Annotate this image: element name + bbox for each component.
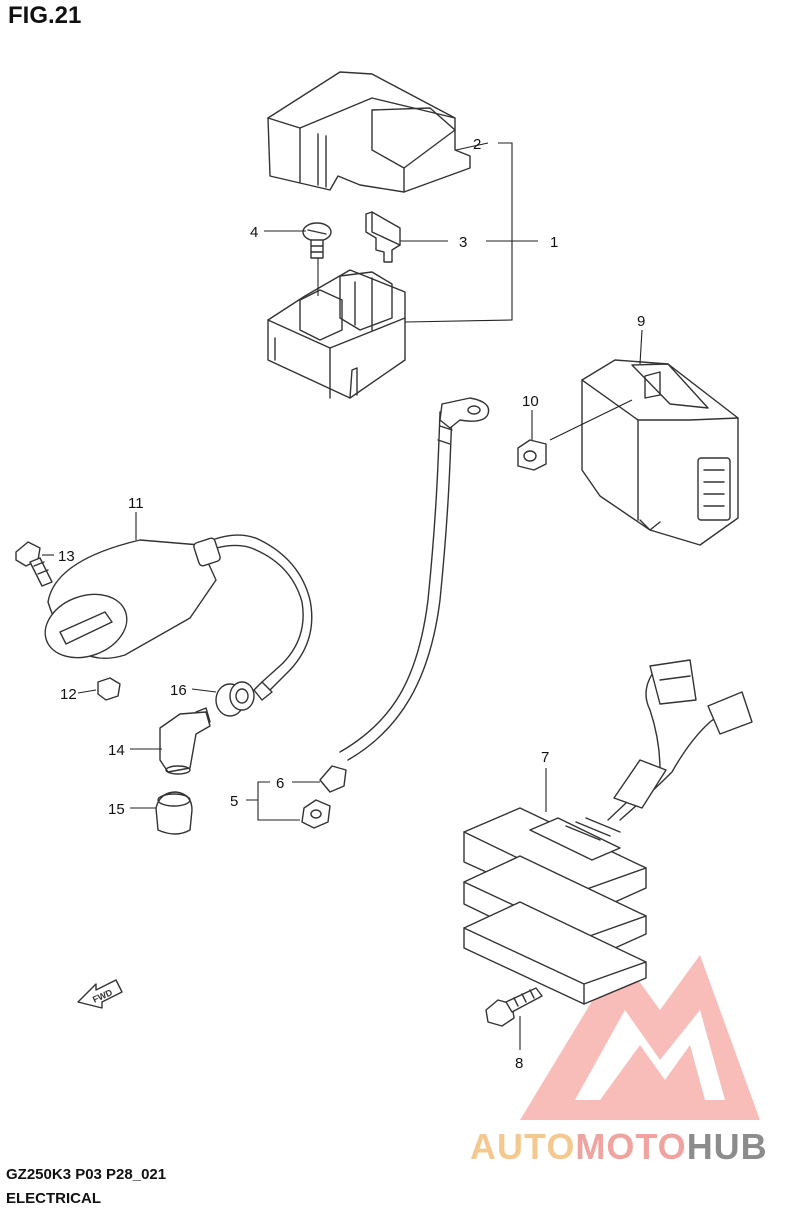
callout-2: 2 xyxy=(473,136,481,153)
control-unit xyxy=(581,359,739,546)
section-name: ELECTRICAL xyxy=(6,1190,101,1207)
watermark-hub: HUB xyxy=(686,1126,768,1167)
bolt-part-8 xyxy=(485,987,543,1027)
grommet-part-16 xyxy=(215,681,255,717)
model-code: GZ250K3 P03 P28_021 xyxy=(6,1166,167,1183)
fwd-arrow-icon: FWD xyxy=(77,979,123,1009)
callout-10: 10 xyxy=(522,393,539,410)
leader-lines xyxy=(42,142,643,1050)
plug-cover xyxy=(155,791,193,835)
screw-part-4 xyxy=(302,222,332,259)
cap-part-12 xyxy=(97,677,121,701)
callout-3: 3 xyxy=(459,234,467,251)
callout-6: 6 xyxy=(276,775,284,792)
fuse xyxy=(365,211,401,263)
callout-labels: 1 2 3 4 5 6 7 8 9 10 11 12 13 14 15 16 xyxy=(58,136,645,1072)
plug-cap xyxy=(159,707,211,775)
starter-relay xyxy=(267,269,406,399)
regulator-rectifier xyxy=(463,659,753,1005)
callout-9: 9 xyxy=(637,313,645,330)
callout-8: 8 xyxy=(515,1055,523,1072)
callout-11: 11 xyxy=(128,495,144,512)
callout-5: 5 xyxy=(230,793,238,810)
ignition-coil xyxy=(44,534,313,701)
bolt-part-13 xyxy=(15,541,53,587)
callout-4: 4 xyxy=(250,224,258,241)
callout-7: 7 xyxy=(541,749,549,766)
watermark-moto: MOTO xyxy=(575,1126,687,1167)
watermark-auto: AUTO xyxy=(470,1126,576,1167)
relay-cover xyxy=(267,71,471,193)
callout-14: 14 xyxy=(108,742,125,759)
earth-lead-wire xyxy=(301,397,490,829)
watermark-text: AUTOMOTOHUB xyxy=(470,1126,768,1168)
nut-part-10 xyxy=(517,439,547,471)
callout-15: 15 xyxy=(108,801,125,818)
watermark-logo xyxy=(520,955,760,1120)
callout-13: 13 xyxy=(58,548,75,565)
figure-title: FIG.21 xyxy=(8,2,82,29)
callout-12: 12 xyxy=(60,686,77,703)
callout-1: 1 xyxy=(550,234,558,251)
callout-16: 16 xyxy=(170,682,187,699)
